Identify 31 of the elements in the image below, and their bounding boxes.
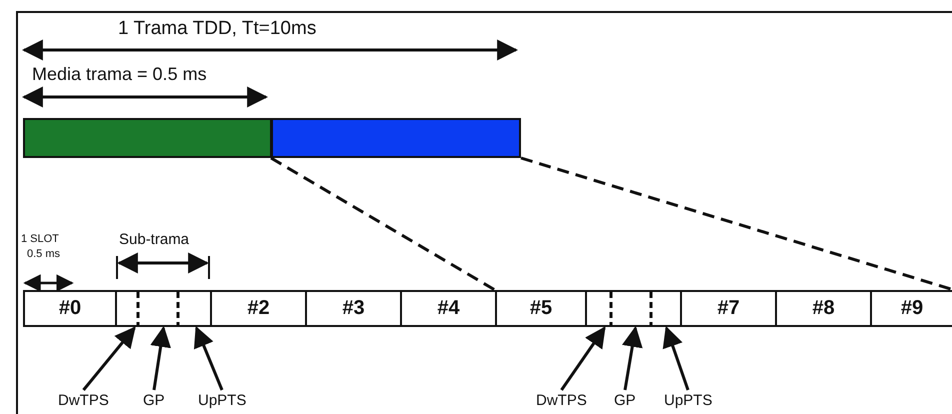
subframe-slot: #2: [210, 290, 307, 327]
half-frame-bar: [23, 118, 272, 158]
subframe-slot: #5: [495, 290, 587, 327]
field-label: UpPTS: [198, 392, 246, 409]
subframe-slot: #0: [23, 290, 117, 327]
dimension-label: Sub-trama: [119, 231, 190, 248]
leader-line: [150, 326, 172, 390]
subframe-slot: #9: [870, 290, 952, 327]
leader-line: [82, 326, 136, 391]
special-subframe-box: [585, 290, 682, 327]
projection-line: [270, 156, 496, 292]
field-label: GP: [143, 392, 165, 409]
subframe-slot: #7: [680, 290, 777, 327]
dimension-label: 1 SLOT: [21, 233, 59, 245]
leader-line: [622, 326, 643, 390]
leader-line: [560, 326, 606, 391]
field-label: UpPTS: [664, 392, 712, 409]
projection-line: [520, 156, 952, 292]
subframe-slot: #4: [400, 290, 497, 327]
subframe-slot: #8: [775, 290, 872, 327]
dimension-label: 1 Trama TDD, Tt=10ms: [118, 18, 316, 40]
half-frame-bar: [271, 118, 521, 158]
leader-line: [662, 326, 690, 390]
field-label: GP: [614, 392, 636, 409]
field-label: DwTPS: [58, 392, 109, 409]
dimension-label: Media trama = 0.5 ms: [32, 64, 207, 85]
dimension-label: 0.5 ms: [27, 248, 60, 260]
special-subframe-box: [115, 290, 212, 327]
field-label: DwTPS: [536, 392, 587, 409]
subframe-slot: #3: [305, 290, 402, 327]
leader-line: [194, 326, 224, 391]
